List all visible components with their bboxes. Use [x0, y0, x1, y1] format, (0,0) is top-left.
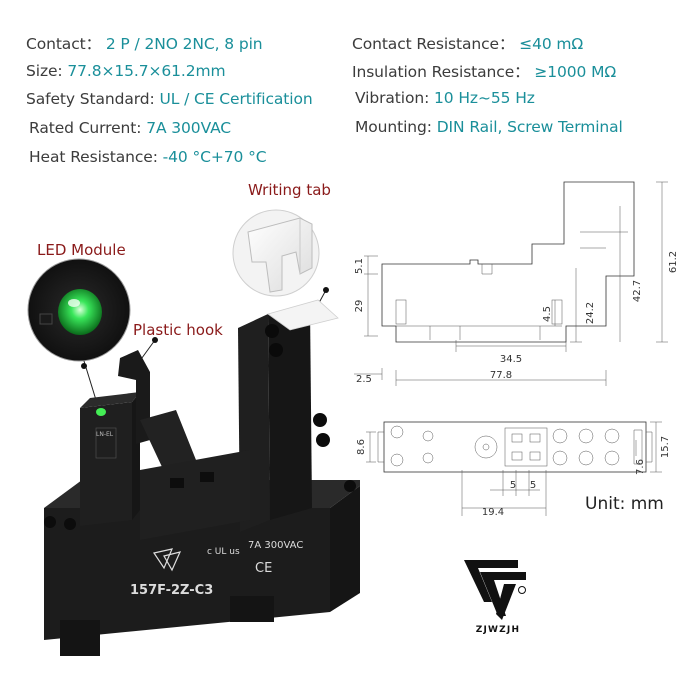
- model-label: 157F-2Z-C3: [130, 583, 213, 598]
- writing-tab-image: [232, 209, 320, 297]
- dim-15-7: 15.7: [660, 436, 671, 458]
- ce-mark: CE: [255, 561, 272, 576]
- spec-vibration: Vibration: 10 Hz~55 Hz: [355, 89, 535, 107]
- dimension-drawing: 5.1 29 4.5 34.5 2.5 77.8 24.2 42.7 61.2 …: [354, 181, 679, 518]
- brand-name: ZJWZJH: [476, 625, 520, 635]
- top-view: [366, 421, 662, 516]
- spec-size: Size: 77.8×15.7×61.2mm: [26, 62, 226, 80]
- body-logo-icon: [153, 548, 182, 572]
- callout-writing-tab: Writing tab: [248, 181, 331, 199]
- rating-label: 7A 300VAC: [248, 540, 303, 551]
- relay-socket: [44, 299, 360, 656]
- spec-insulation: Insulation Resistance： ≥1000 MΩ: [352, 63, 617, 81]
- dim-19-4: 19.4: [482, 507, 504, 518]
- dim-5-a: 5: [510, 480, 516, 491]
- spec-contact-resistance: Contact Resistance： ≤40 mΩ: [352, 35, 584, 53]
- hook-pointer-dot: [152, 337, 158, 343]
- dim-29: 29: [354, 300, 365, 313]
- dim-61-2: 61.2: [668, 251, 679, 273]
- dim-42-7: 42.7: [632, 280, 643, 302]
- spec-safety: Safety Standard: UL / CE Certification: [26, 90, 313, 108]
- module-label: LN-EL: [96, 431, 114, 438]
- dim-2-5: 2.5: [356, 374, 372, 385]
- spec-contact: Contact： 2 P / 2NO 2NC, 8 pin: [26, 35, 263, 53]
- dim-7-6: 7.6: [635, 459, 646, 475]
- dim-5-b: 5: [530, 480, 536, 491]
- side-view: [354, 181, 668, 386]
- product-illustration: 157F-2Z-C3 7A 300VAC CE c UL us LN-EL: [27, 209, 360, 656]
- dim-5-1: 5.1: [354, 258, 365, 274]
- brand-logo: ZJWZJH: [464, 560, 526, 635]
- ul-mark: c UL us: [207, 547, 240, 557]
- unit-label: Unit: mm: [585, 494, 664, 514]
- spec-rated-current: Rated Current: 7A 300VAC: [29, 119, 232, 137]
- spec-heat: Heat Resistance: -40 °C+70 °C: [29, 148, 267, 166]
- spec-mounting: Mounting: DIN Rail, Screw Terminal: [355, 118, 623, 136]
- callout-plastic-hook: Plastic hook: [133, 321, 223, 339]
- dim-4-5: 4.5: [542, 306, 553, 322]
- dim-24-2: 24.2: [585, 302, 596, 324]
- dim-8-6: 8.6: [356, 439, 367, 455]
- dim-77-8: 77.8: [490, 370, 512, 381]
- led-pointer-dot: [81, 363, 87, 369]
- writing-tab-pointer-dot: [323, 287, 329, 293]
- dim-34-5: 34.5: [500, 354, 522, 365]
- callout-led-module: LED Module: [37, 241, 126, 259]
- led-module-image: [27, 258, 131, 362]
- brand-logo-icon: [464, 560, 526, 620]
